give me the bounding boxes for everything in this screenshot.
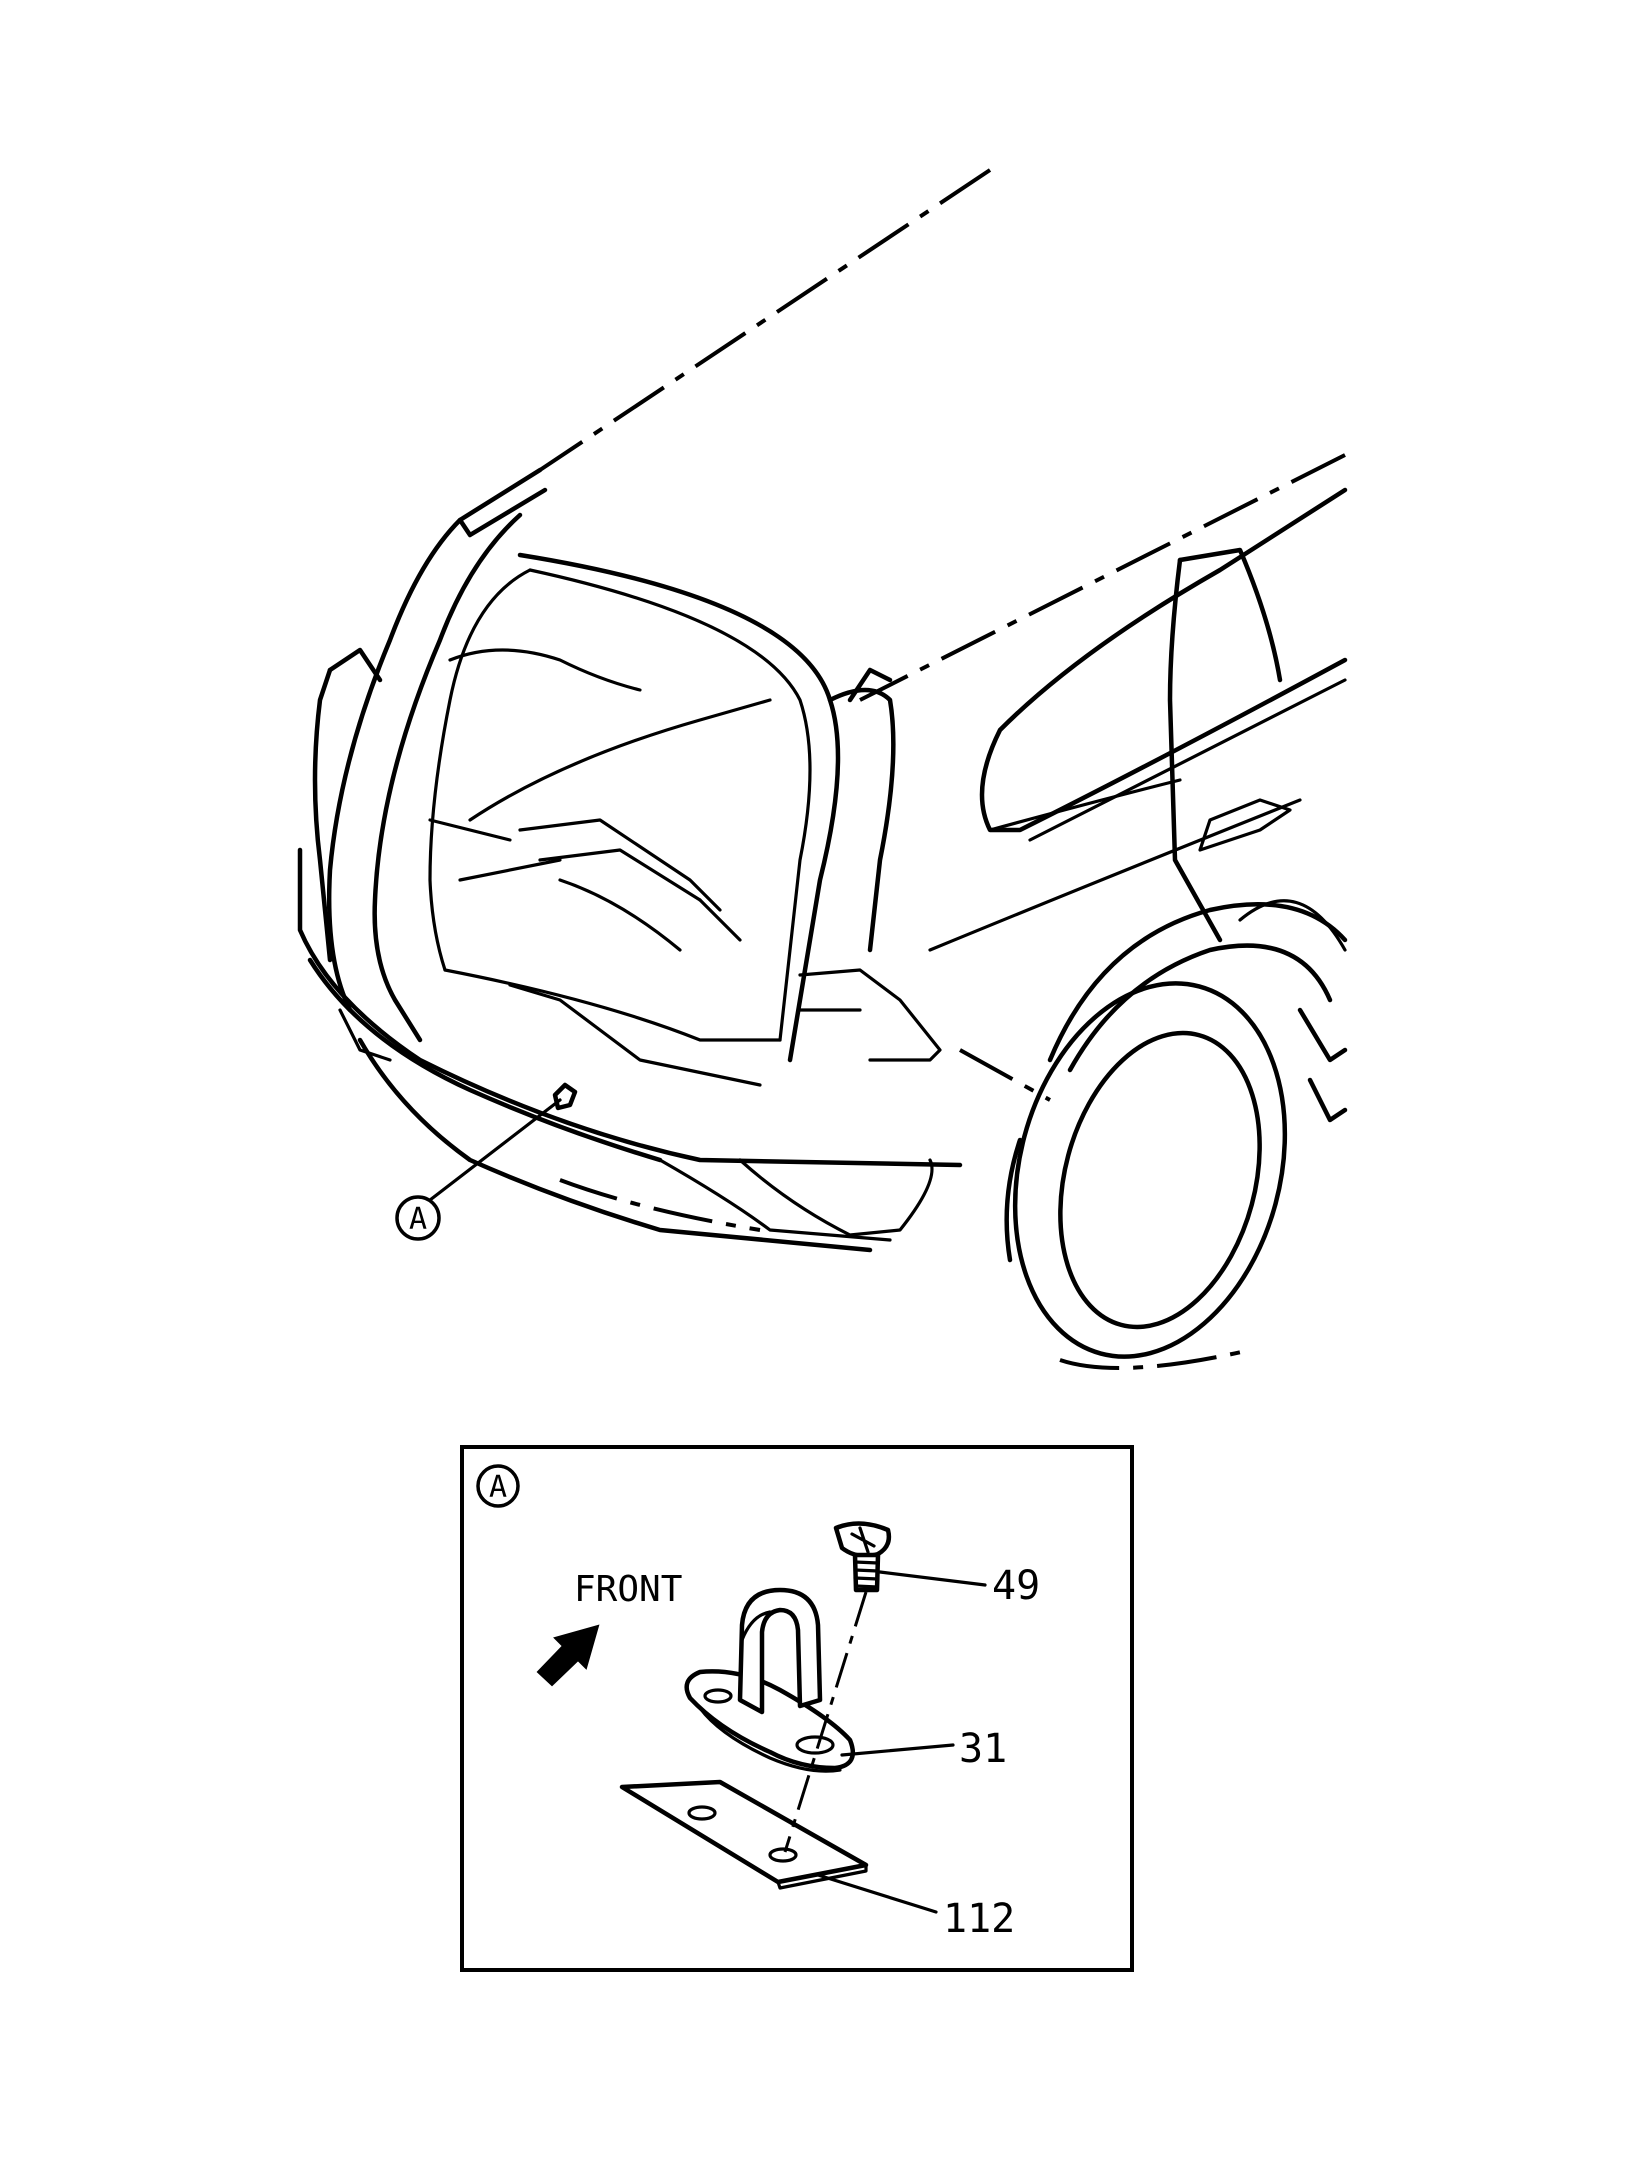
leader-112: [816, 1873, 938, 1914]
callout-a-main-label: A: [409, 1202, 427, 1237]
plate-part-112: [619, 1779, 869, 1890]
leader-49: [878, 1570, 987, 1587]
callout-a-main: A: [395, 1195, 441, 1241]
front-arrow-icon: [536, 1624, 600, 1687]
vehicle-rear-view: [297, 168, 1348, 1370]
front-direction-label: FRONT: [574, 1569, 682, 1610]
leader-31: [840, 1743, 955, 1757]
part-number-112: 112: [943, 1896, 1015, 1942]
tie-down-hook-part-31: [684, 1587, 856, 1773]
bolt-part-49: [833, 1521, 892, 1593]
part-number-31: 31: [959, 1726, 1007, 1772]
callout-a-inset-label: A: [489, 1470, 507, 1505]
part-number-49: 49: [992, 1563, 1040, 1609]
assembly-centerline: [783, 1591, 868, 1853]
detail-inset: A FRONT: [460, 1445, 1134, 1972]
